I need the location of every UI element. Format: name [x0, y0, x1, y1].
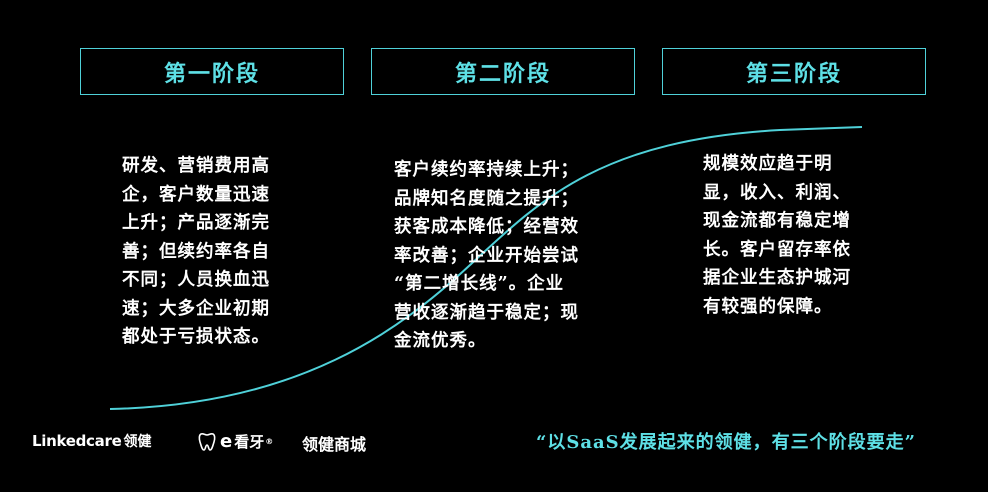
- stage-2-line: 率改善；企业开始尝试: [394, 245, 579, 266]
- stage-3-description: 规模效应趋于明 显，收入、利润、 现金流都有稳定增 长。客户留存率依 据企业生态…: [703, 150, 883, 321]
- stage-1-line: 都处于亏损状态。: [122, 327, 270, 347]
- stage-3-line: 据企业生态护城河: [703, 268, 851, 288]
- stage-1-title: 第一阶段: [163, 60, 260, 87]
- stage-1-line: 上升；产品逐渐完: [122, 213, 270, 233]
- stage-1-description: 研发、营销费用高 企，客户数量迅速 上升；产品逐渐完 善；但续约率各自 不同；人…: [122, 152, 302, 352]
- stage-1-line: 企，客户数量迅速: [122, 184, 270, 205]
- stage-2-line: “第二增长线”。企业: [394, 274, 565, 294]
- stage-2-line: 获客成本降低；经营效: [394, 217, 579, 237]
- stage-3-line: 长。客户留存率依: [703, 239, 851, 260]
- stage-2-line: 金流优秀。: [394, 331, 487, 351]
- stage-2-header: 第二阶段: [371, 48, 635, 95]
- ekanya-logo-tm: ®: [265, 437, 274, 446]
- stage-1-header: 第一阶段: [80, 48, 344, 95]
- stage-1-line: 善；但续约率各自: [122, 241, 270, 262]
- stage-1-line: 不同；人员换血迅: [122, 270, 270, 290]
- stage-1-line: 研发、营销费用高: [122, 156, 270, 176]
- stage-2-line: 客户续约率持续上升；: [394, 160, 579, 180]
- ekanya-logo-name: 看牙: [234, 433, 265, 451]
- stage-2-line: 品牌知名度随之提升；: [394, 188, 579, 209]
- linkedcare-logo-en: Linkedcare: [32, 432, 122, 450]
- stage-3-line: 现金流都有稳定增: [703, 211, 851, 231]
- linkedcare-mall-logo-text: 领健商城: [302, 435, 367, 454]
- stage-2-line: 营收逐渐趋于稳定；现: [394, 302, 579, 323]
- tooth-icon: [198, 432, 216, 451]
- stage-3-line: 显，收入、利润、: [703, 182, 851, 203]
- slogan-quote: “以SaaS发展起来的领健，有三个阶段要走”: [536, 432, 917, 453]
- stage-3-line: 有较强的保障。: [703, 296, 833, 317]
- stage-3-line: 规模效应趋于明: [703, 154, 833, 174]
- ekanya-logo: e 看牙 ®: [198, 431, 273, 452]
- linkedcare-logo: Linkedcare 领健: [32, 431, 151, 451]
- stage-2-description: 客户续约率持续上升； 品牌知名度随之提升； 获客成本降低；经营效 率改善；企业开…: [394, 156, 616, 356]
- ekanya-logo-e: e: [220, 431, 233, 452]
- linkedcare-mall-logo: 领健商城: [302, 431, 366, 455]
- stage-3-title: 第三阶段: [745, 60, 842, 87]
- linkedcare-logo-cn: 领健: [123, 434, 152, 450]
- stage-3-header: 第三阶段: [662, 48, 926, 95]
- stage-2-title: 第二阶段: [454, 60, 551, 87]
- stage-1-line: 速；大多企业初期: [122, 298, 270, 319]
